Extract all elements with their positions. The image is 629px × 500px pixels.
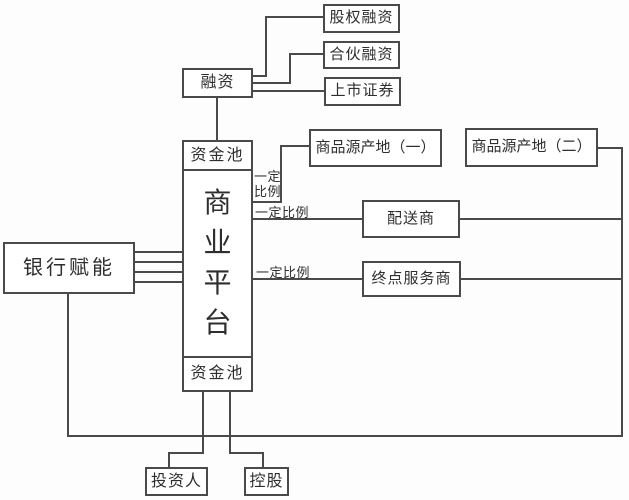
node-central-column: 资金池 商业平台 资金池 — [182, 140, 253, 392]
node-business-platform-label: 商业平台 — [203, 187, 232, 339]
node-listed-securities-label: 上市证券 — [330, 83, 395, 99]
edge-label-ratio-origin: 一定比例 — [254, 169, 282, 199]
node-capital-pool-top-label: 资金池 — [190, 146, 245, 164]
node-terminal-provider: 终点服务商 — [362, 261, 461, 297]
node-holding: 控股 — [244, 467, 289, 496]
node-origin-one-label: 商品源产地（一） — [315, 139, 436, 156]
edge-label-ratio-terminal: 一定比例 — [256, 265, 311, 280]
node-terminal-provider-label: 终点服务商 — [371, 270, 452, 287]
node-financing: 融资 — [182, 68, 253, 98]
node-equity-financing-label: 股权融资 — [329, 10, 394, 26]
node-origin-two-label: 商品源产地（二） — [471, 139, 592, 155]
node-partnership-financing: 合伙融资 — [323, 41, 400, 69]
node-origin-two: 商品源产地（二） — [465, 128, 598, 167]
node-distributor: 配送商 — [362, 200, 460, 238]
node-bank-empowerment-label: 银行赋能 — [23, 257, 115, 279]
node-listed-securities: 上市证券 — [324, 77, 401, 106]
edge-pool-holding — [229, 391, 264, 468]
node-capital-pool-top: 资金池 — [184, 142, 251, 171]
edge-label-ratio-distributor: 一定比例 — [255, 205, 310, 220]
node-investor-label: 投资人 — [150, 472, 202, 490]
edge-platform-origin-one — [251, 145, 310, 203]
node-partnership-financing-label: 合伙融资 — [329, 46, 394, 63]
edge-pool-investor — [168, 391, 204, 468]
node-distributor-label: 配送商 — [386, 210, 435, 227]
edge-financing-partnership — [252, 53, 323, 84]
node-business-platform: 商业平台 — [184, 171, 251, 358]
node-equity-financing: 股权融资 — [323, 4, 400, 33]
edge-financing-equity — [252, 16, 323, 77]
node-origin-one: 商品源产地（一） — [309, 129, 442, 167]
edge-perimeter-loop — [67, 147, 623, 437]
node-holding-label: 控股 — [249, 472, 284, 490]
node-bank-empowerment: 银行赋能 — [3, 242, 135, 294]
node-financing-label: 融资 — [200, 74, 235, 91]
node-investor: 投资人 — [145, 467, 208, 496]
node-capital-pool-bottom-label: 资金池 — [190, 365, 245, 382]
node-capital-pool-bottom: 资金池 — [184, 358, 251, 390]
